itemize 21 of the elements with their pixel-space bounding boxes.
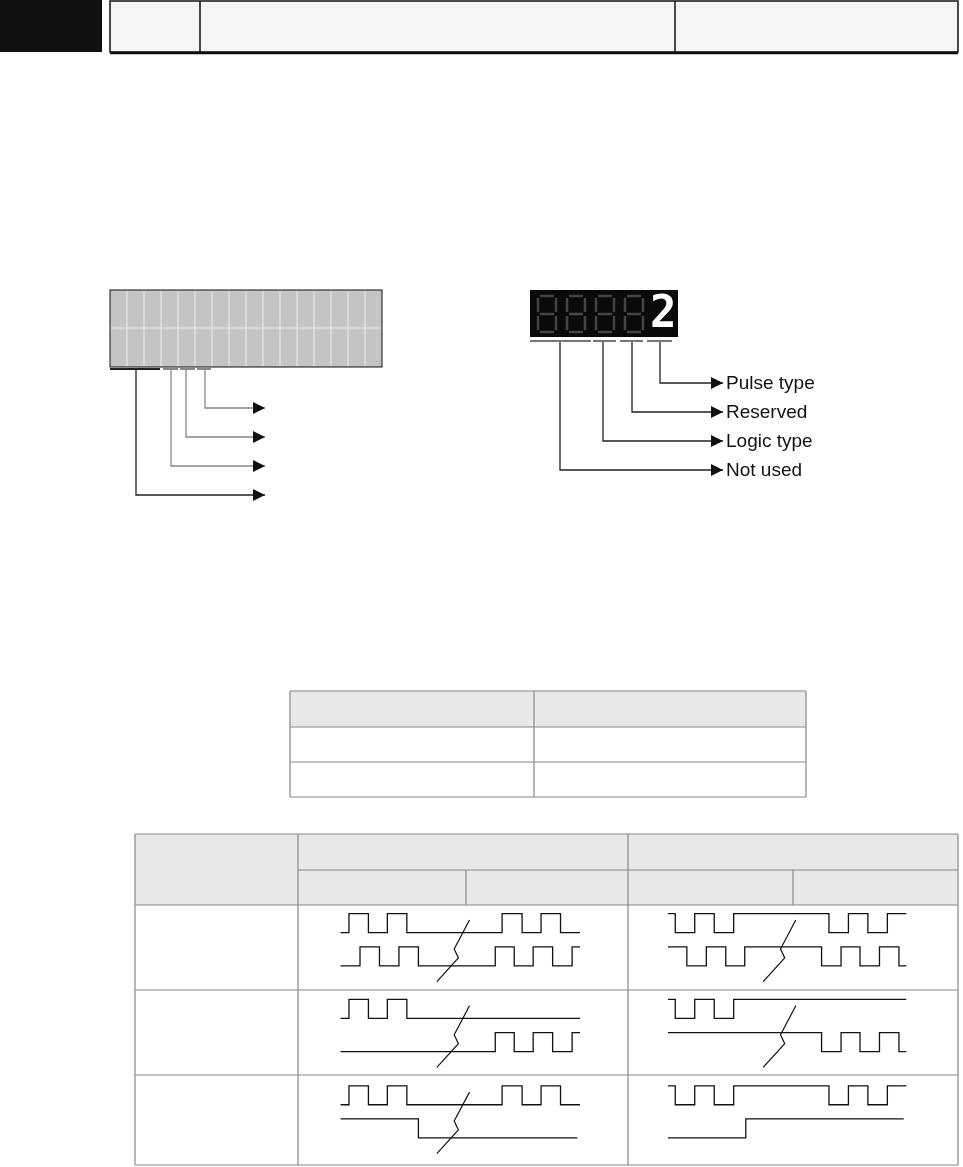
leader-arrow xyxy=(185,369,266,443)
leader-arrow xyxy=(135,369,266,501)
leader-arrow xyxy=(170,369,266,472)
underline-bar xyxy=(620,340,643,342)
field-label: Not used xyxy=(726,459,803,481)
underline-bar xyxy=(180,368,195,370)
field-label: Pulse type xyxy=(726,372,815,394)
display-digit: 2 xyxy=(650,288,677,336)
leader-arrow xyxy=(631,341,724,418)
leader-arrow xyxy=(204,369,266,414)
leader-arrow xyxy=(659,341,724,389)
underline-bar xyxy=(163,368,178,370)
leader-arrow xyxy=(559,341,724,476)
underline-bar xyxy=(530,340,591,342)
underline-bar xyxy=(647,340,672,342)
underline-bar xyxy=(110,368,160,370)
underline-bar xyxy=(197,368,211,370)
underline-bar xyxy=(593,340,616,342)
leader-arrow xyxy=(602,341,724,447)
field-label: Logic type xyxy=(726,430,813,452)
field-label: Reserved xyxy=(726,401,808,423)
